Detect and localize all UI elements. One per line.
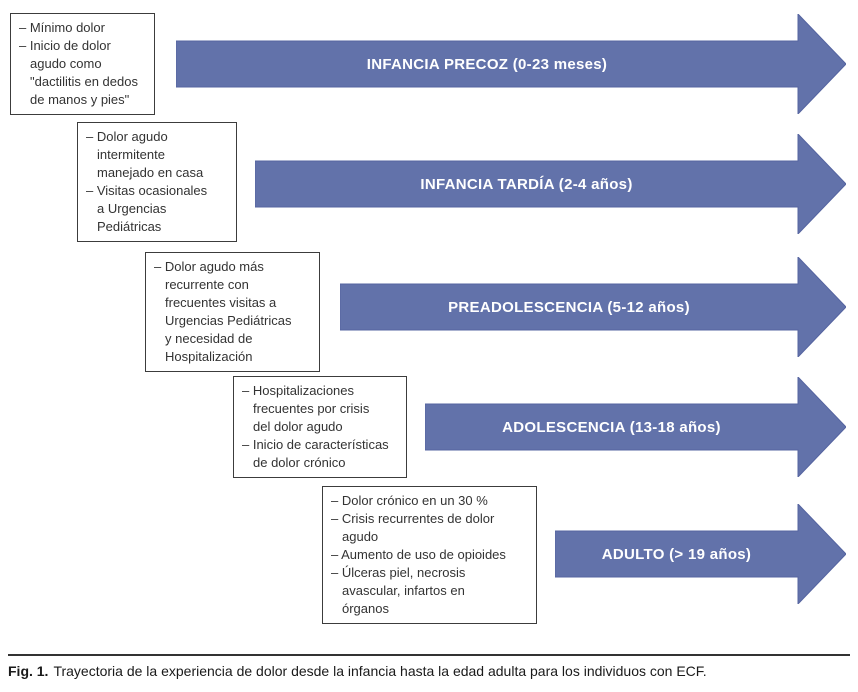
box-line: Pediátricas (97, 219, 162, 234)
box-line: – Úlceras piel, necrosis (331, 565, 466, 580)
stage-box-preadolescencia: – Dolor agudo más recurrente con frecuen… (145, 252, 320, 372)
box-line: – Crisis recurrentes de dolor (331, 511, 495, 526)
figure-caption: Fig. 1.Trayectoria de la experiencia de … (8, 654, 850, 679)
stage-arrow-label: PREADOLESCENCIA (5-12 años) (448, 298, 690, 316)
box-line: recurrente con (165, 277, 249, 292)
box-line: Hospitalización (165, 349, 253, 364)
box-line: y necesidad de (165, 331, 253, 346)
right-arrow-graphic (425, 377, 846, 477)
arrow-shape (555, 504, 846, 604)
box-line: frecuentes por crisis (253, 401, 370, 416)
box-line: agudo como (30, 56, 102, 71)
timeline-arrow-preadolescencia: PREADOLESCENCIA (5-12 años) (340, 257, 846, 357)
box-line: avascular, infartos en (342, 583, 465, 598)
stage-arrow-label: INFANCIA PRECOZ (0-23 meses) (366, 55, 608, 73)
box-line: Urgencias Pediátricas (165, 313, 292, 328)
arrow-shape (176, 14, 846, 114)
box-line: – Dolor agudo más (154, 259, 264, 274)
right-arrow-graphic (176, 14, 846, 114)
box-line: "dactilitis en dedos (30, 74, 138, 89)
box-line: – Mínimo dolor (19, 20, 105, 35)
box-line: – Inicio de dolor (19, 38, 111, 53)
box-line: órganos (342, 601, 389, 616)
box-line: – Aumento de uso de opioides (331, 547, 506, 562)
box-line: – Dolor crónico en un 30 % (331, 493, 488, 508)
stage-box-adulto: – Dolor crónico en un 30 % – Crisis recu… (322, 486, 537, 624)
arrow-shape (255, 134, 846, 234)
arrow-shape (425, 377, 846, 477)
right-arrow-graphic (255, 134, 846, 234)
figure-caption-label: Fig. 1. (8, 663, 49, 679)
box-line: frecuentes visitas a (165, 295, 277, 310)
box-line: de manos y pies" (30, 92, 130, 107)
box-line: – Dolor agudo (86, 129, 168, 144)
box-line: – Hospitalizaciones (242, 383, 355, 398)
box-line: manejado en casa (97, 165, 204, 180)
box-line: a Urgencias (97, 201, 167, 216)
box-line: – Visitas ocasionales (86, 183, 208, 198)
box-line: agudo (342, 529, 379, 544)
box-line: intermitente (97, 147, 165, 162)
box-line: de dolor crónico (253, 455, 346, 470)
box-line: – Inicio de características (242, 437, 389, 452)
timeline-arrow-infancia-tardia: INFANCIA TARDÍA (2-4 años) (255, 134, 846, 234)
stage-arrow-label: ADULTO (> 19 años) (601, 545, 752, 563)
box-line: del dolor agudo (253, 419, 343, 434)
stage-box-infancia-precoz: – Mínimo dolor – Inicio de dolor agudo c… (10, 13, 155, 115)
timeline-arrow-adulto: ADULTO (> 19 años) (555, 504, 846, 604)
stage-box-infancia-tardia: – Dolor agudo intermitente manejado en c… (77, 122, 237, 242)
stage-arrow-label: INFANCIA TARDÍA (2-4 años) (420, 175, 633, 193)
right-arrow-graphic (340, 257, 846, 357)
timeline-arrow-adolescencia: ADOLESCENCIA (13-18 años) (425, 377, 846, 477)
stage-box-adolescencia: – Hospitalizaciones frecuentes por crisi… (233, 376, 407, 478)
arrow-shape (340, 257, 846, 357)
stage-arrow-label: ADOLESCENCIA (13-18 años) (502, 418, 721, 436)
figure-caption-text: Trayectoria de la experiencia de dolor d… (53, 663, 707, 679)
timeline-arrow-infancia-precoz: INFANCIA PRECOZ (0-23 meses) (176, 14, 846, 114)
right-arrow-graphic (555, 504, 846, 604)
